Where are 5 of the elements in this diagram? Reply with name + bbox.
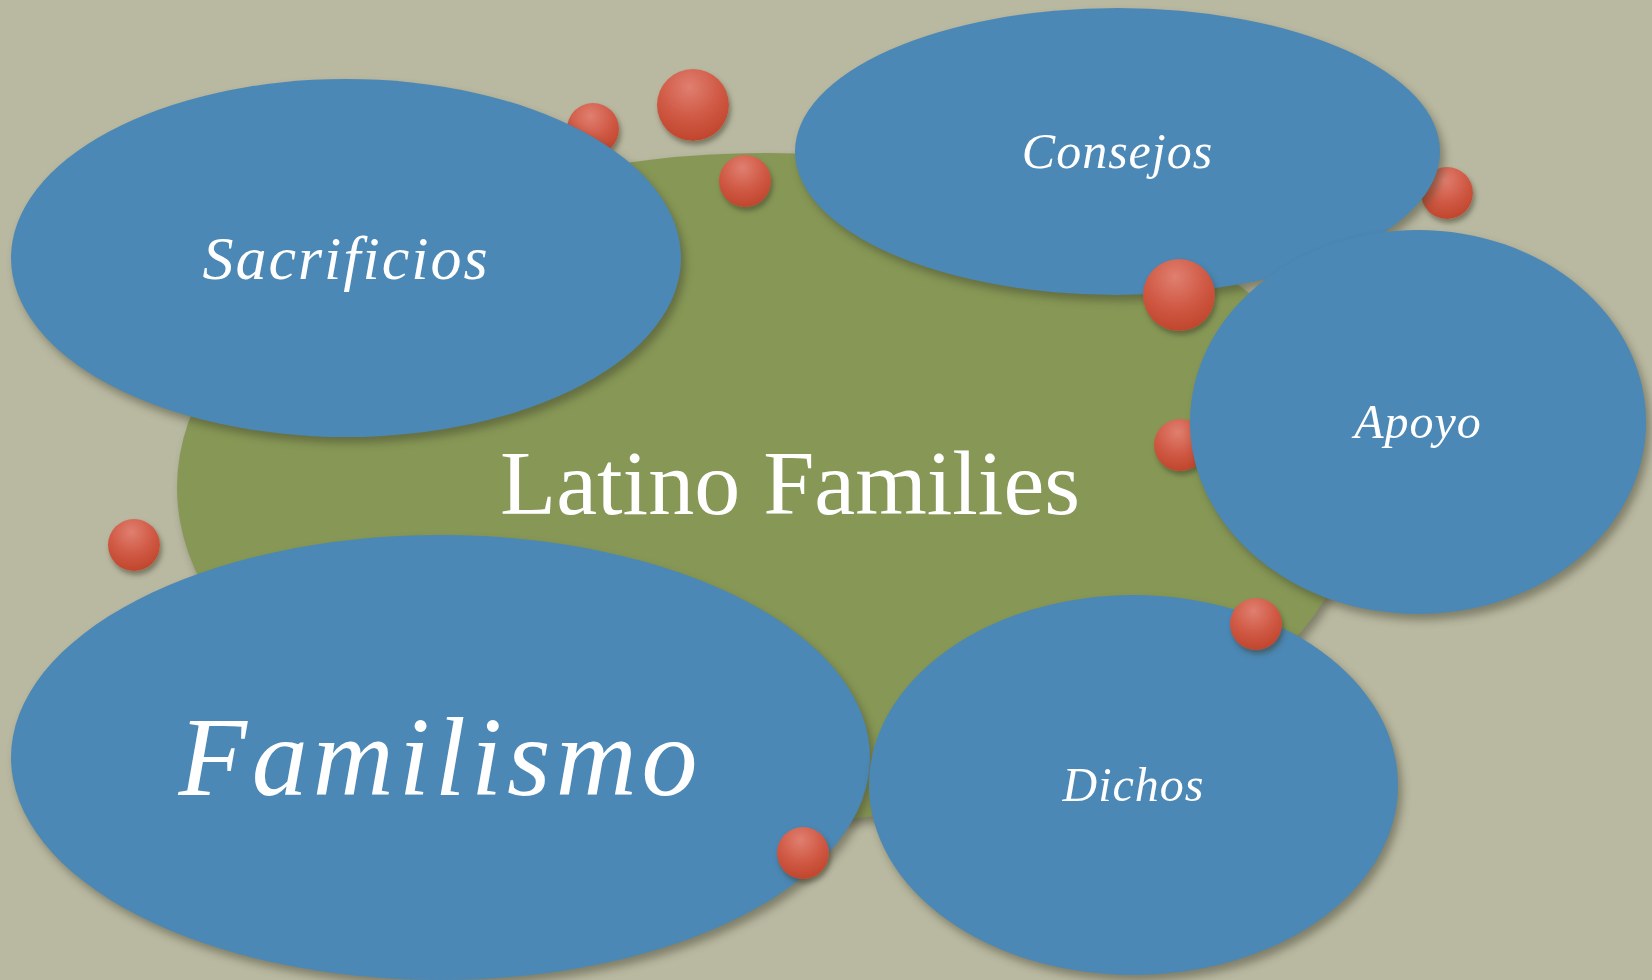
concept-label: Familismo — [178, 695, 703, 820]
concept-label: Dichos — [1062, 758, 1205, 812]
concept-label: Sacrificios — [202, 223, 490, 293]
concept-label: Consejos — [1021, 124, 1214, 179]
central-label: Latino Families — [500, 433, 1080, 535]
